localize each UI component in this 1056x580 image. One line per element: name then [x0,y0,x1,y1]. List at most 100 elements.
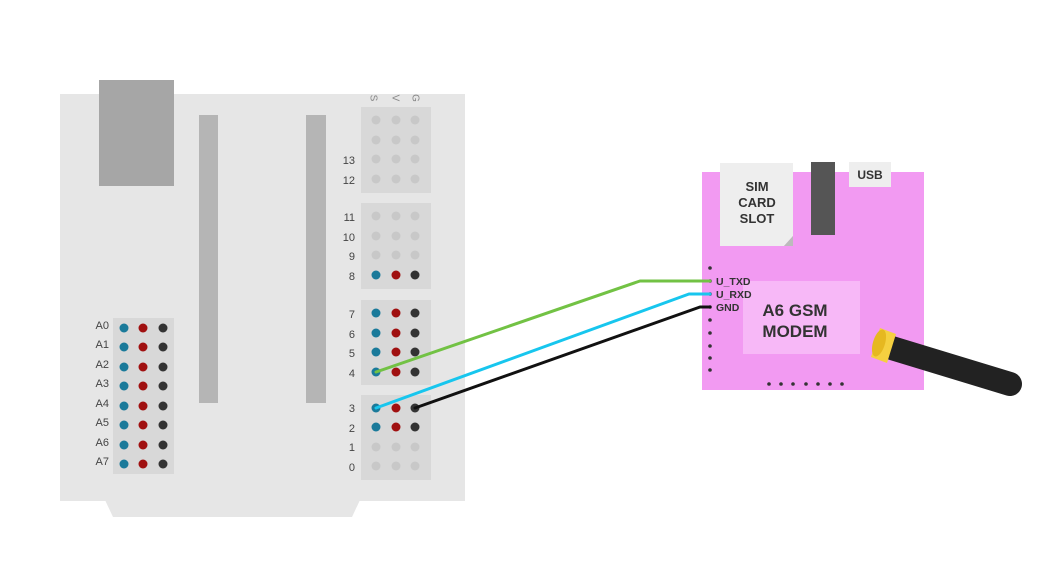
pin-ground[interactable] [410,270,420,280]
digital-label-7: 7 [349,309,355,321]
pin-empty[interactable] [410,442,420,452]
pin-ground[interactable] [158,401,168,411]
header-strip-left [199,115,218,403]
pin-power[interactable] [391,422,401,432]
modem-pin [816,382,820,386]
header-s-label: S [367,95,378,102]
digital-label-2: 2 [349,423,355,435]
pin-ground[interactable] [410,328,420,338]
pin-empty[interactable] [410,115,420,125]
pin-empty[interactable] [371,250,381,260]
pin-power[interactable] [391,270,401,280]
analog-label-a2: A2 [96,359,109,371]
pin-power[interactable] [138,401,148,411]
digital-label-8: 8 [349,271,355,283]
pin-ground[interactable] [158,342,168,352]
analog-label-a5: A5 [96,417,109,429]
modem-pin [708,344,712,348]
pin-empty[interactable] [371,231,381,241]
pin-ground[interactable] [158,381,168,391]
pin-empty[interactable] [391,135,401,145]
modem-pin [804,382,808,386]
pin-power[interactable] [391,367,401,377]
digital-label-11: 11 [344,212,355,224]
pin-empty[interactable] [410,250,420,260]
pin-power[interactable] [391,347,401,357]
pin-signal[interactable] [119,420,129,430]
pin-row-a0 [119,323,168,333]
pin-power[interactable] [138,362,148,372]
pin-ground[interactable] [158,420,168,430]
pin-signal[interactable] [371,308,381,318]
pin-empty[interactable] [371,442,381,452]
wire-rx-to-pin-3[interactable] [374,292,712,410]
pin-empty[interactable] [410,174,420,184]
header-g-label: G [409,94,420,102]
pin-empty[interactable] [391,231,401,241]
pin-empty[interactable] [410,231,420,241]
pin-power[interactable] [391,308,401,318]
wire-tx-to-pin-4[interactable] [374,279,712,374]
pin-empty[interactable] [391,250,401,260]
modem-pin [779,382,783,386]
pin-signal[interactable] [119,440,129,450]
antenna-base-cap [871,329,887,357]
pin-signal[interactable] [371,347,381,357]
pin-empty[interactable] [410,154,420,164]
pin-power[interactable] [138,381,148,391]
pin-empty[interactable] [391,211,401,221]
pin-signal[interactable] [371,270,381,280]
pin-power[interactable] [138,342,148,352]
pin-empty[interactable] [371,115,381,125]
pin-power[interactable] [138,440,148,450]
pin-ground[interactable] [158,362,168,372]
pin-ground[interactable] [158,440,168,450]
pin-ground[interactable] [158,459,168,469]
pin-signal[interactable] [119,459,129,469]
controller-board: S V G A0 A1 A2 A3 A4 A5 A6 A7 13 12 11 1… [60,80,465,517]
pin-empty[interactable] [371,174,381,184]
pin-empty[interactable] [371,135,381,145]
pin-empty[interactable] [371,154,381,164]
pin-empty[interactable] [391,115,401,125]
pin-ground[interactable] [410,367,420,377]
analog-label-a7: A7 [96,456,109,468]
pin-ground[interactable] [158,323,168,333]
wires [374,279,712,410]
antenna-rod [873,334,1022,396]
pin-signal[interactable] [119,342,129,352]
pin-empty[interactable] [371,461,381,471]
pin-signal[interactable] [119,323,129,333]
pin-signal[interactable] [119,381,129,391]
pin-power[interactable] [138,420,148,430]
pin-power[interactable] [391,403,401,413]
pin-row-unlabeled-1 [371,115,420,125]
pin-signal[interactable] [119,362,129,372]
analog-label-a1: A1 [96,339,109,351]
digital-label-1: 1 [349,442,355,454]
pin-signal[interactable] [371,422,381,432]
pin-ground[interactable] [410,422,420,432]
analog-pins [119,323,168,469]
pin-empty[interactable] [391,461,401,471]
modem-pin [708,318,712,322]
pin-row-a4 [119,401,168,411]
pin-empty[interactable] [410,461,420,471]
pin-power[interactable] [138,323,148,333]
pin-power[interactable] [391,328,401,338]
pin-power[interactable] [138,459,148,469]
pin-signal[interactable] [371,328,381,338]
pin-row-11 [371,211,420,221]
pin-ground[interactable] [410,347,420,357]
wire-gnd-to-pin-3[interactable] [413,305,712,410]
pin-row-a3 [119,381,168,391]
pin-empty[interactable] [410,135,420,145]
pin-empty[interactable] [391,174,401,184]
pin-empty[interactable] [391,154,401,164]
pin-empty[interactable] [391,442,401,452]
pin-empty[interactable] [410,211,420,221]
pin-empty[interactable] [371,211,381,221]
pin-row-13 [371,154,420,164]
pin-ground[interactable] [410,308,420,318]
pin-signal[interactable] [119,401,129,411]
